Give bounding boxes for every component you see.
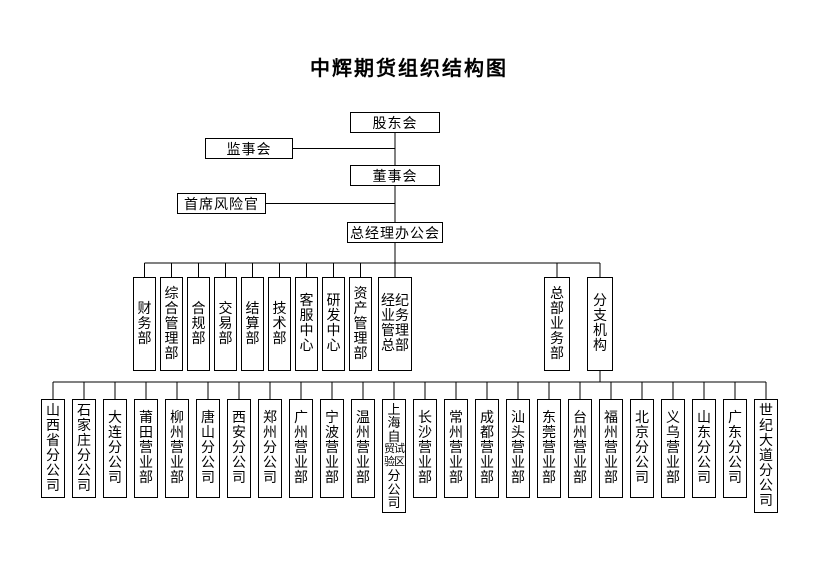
branch-box: 柳州营业部	[165, 399, 189, 498]
branch-box: 莆田营业部	[134, 399, 158, 498]
dept-box: 研发中心	[322, 277, 345, 371]
branch-box: 郑州分公司	[258, 399, 282, 498]
branch-box: 石家庄分公司	[72, 399, 96, 498]
branch-box: 福州营业部	[599, 399, 623, 498]
branch-box: 大连分公司	[103, 399, 127, 498]
branch-box: 宁波营业部	[320, 399, 344, 498]
box-shareholders: 股东会	[350, 112, 440, 133]
branch-box: 北京分公司	[630, 399, 654, 498]
branch-box: 东莞营业部	[537, 399, 561, 498]
dept-box: 技术部	[268, 277, 291, 371]
branch-box: 上海自贸试验区分公司	[382, 399, 406, 513]
branch-box: 温州营业部	[351, 399, 375, 498]
box-supervisory-board: 监事会	[205, 138, 293, 159]
branch-box: 广东分公司	[723, 399, 747, 498]
branch-box: 汕头营业部	[506, 399, 530, 498]
box-chief-risk-officer: 首席风险官	[177, 193, 266, 214]
branch-box: 山西省分公司	[41, 399, 65, 498]
dept-box: 综合管理部	[160, 277, 183, 371]
branch-box: 山东分公司	[692, 399, 716, 498]
branch-box: 广州营业部	[289, 399, 313, 498]
branch-box: 世纪大道分公司	[754, 399, 778, 513]
dept-box: 交易部	[214, 277, 237, 371]
dept-box: 资产管理部	[349, 277, 372, 371]
dept-box: 结算部	[241, 277, 264, 371]
page-title: 中辉期货组织结构图	[310, 58, 508, 80]
branch-box: 台州营业部	[568, 399, 592, 498]
branch-box: 长沙营业部	[413, 399, 437, 498]
branch-box: 常州营业部	[444, 399, 468, 498]
branch-box: 成都营业部	[475, 399, 499, 498]
branch-box: 义乌营业部	[661, 399, 685, 498]
box-branch-organizations: 分支机构	[587, 277, 613, 371]
dept-box: 财务部	[133, 277, 156, 371]
box-headquarters-business: 总部业务部	[544, 277, 570, 371]
box-board-of-directors: 董事会	[350, 165, 440, 186]
branch-box: 西安分公司	[227, 399, 251, 498]
dept-box: 合规部	[187, 277, 210, 371]
dept-box: 经纪业务管理总部	[378, 277, 412, 371]
branch-box: 唐山分公司	[196, 399, 220, 498]
box-gm-office: 总经理办公会	[347, 222, 443, 243]
dept-box: 客服中心	[295, 277, 318, 371]
